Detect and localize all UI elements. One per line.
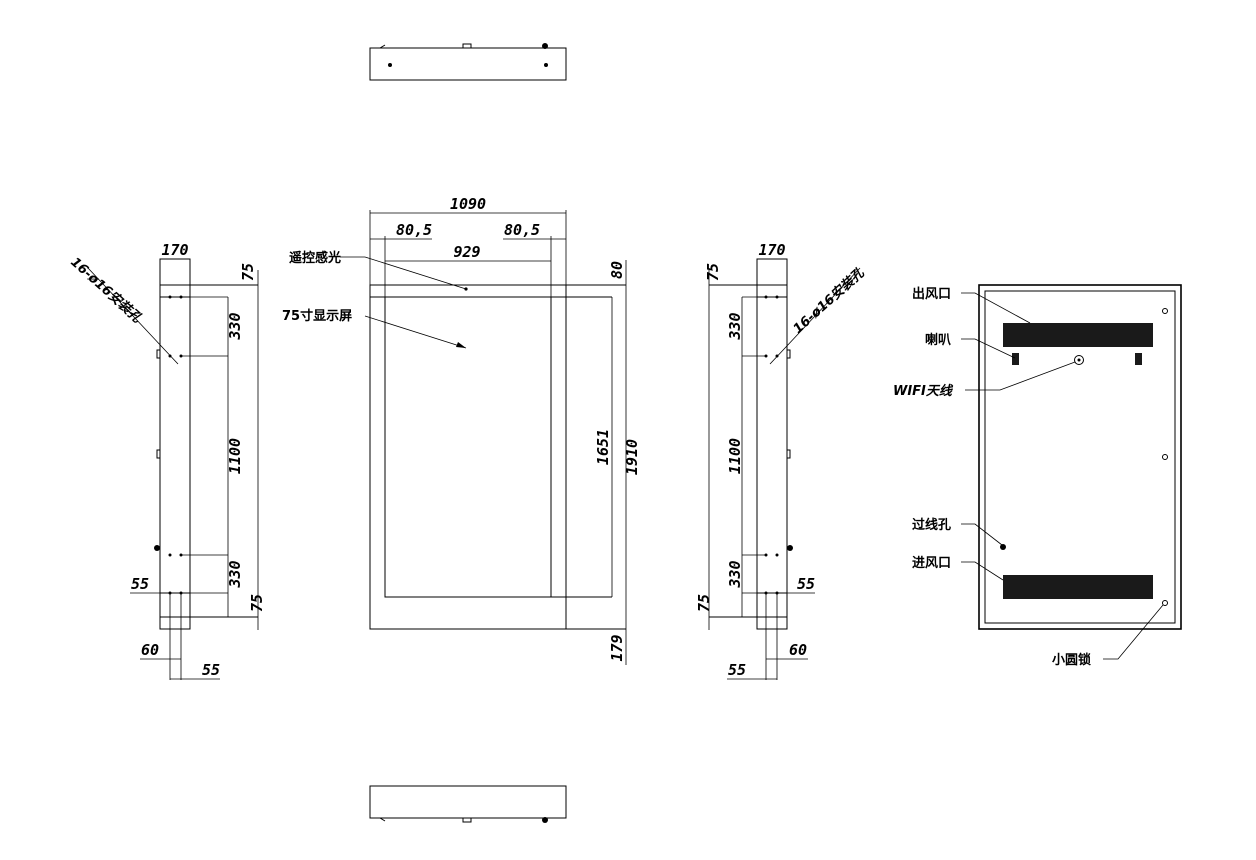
left-knob bbox=[154, 545, 160, 551]
leader-wifi bbox=[965, 361, 1076, 391]
right-dim-330-bottom: 330 bbox=[726, 560, 744, 588]
front-view: 1090 80,5 80,5 929 1651 1910 80 179 遥控感光… bbox=[282, 195, 641, 665]
top-view-tick bbox=[379, 44, 386, 49]
dim-screen-width: 929 bbox=[453, 243, 480, 261]
label-speaker: 喇叭 bbox=[925, 332, 951, 348]
bottom-view-knob bbox=[542, 817, 548, 823]
left-dim-1100: 1100 bbox=[226, 438, 244, 474]
top-view-knob bbox=[542, 43, 548, 49]
top-view-hole-left bbox=[388, 63, 392, 67]
dim-bezel-left: 80,5 bbox=[396, 221, 432, 239]
left-side-view: 330 1100 330 75 75 170 55 60 55 16-ø16安装… bbox=[67, 241, 266, 680]
air-inlet-vent bbox=[1003, 575, 1153, 599]
right-clip-2 bbox=[786, 449, 791, 459]
label-display: 75寸显示屏 bbox=[282, 308, 352, 324]
air-outlet-vent bbox=[1003, 323, 1153, 347]
dim-overall-width: 1090 bbox=[450, 195, 486, 213]
leader-display bbox=[364, 315, 467, 349]
right-dim-depth: 170 bbox=[758, 241, 785, 259]
rear-view: 出风口 喇叭 WIFI天线 过线孔 进风口 小圆锁 bbox=[893, 284, 1182, 668]
label-wifi-antenna: WIFI天线 bbox=[893, 383, 954, 399]
left-clip-2 bbox=[156, 449, 161, 459]
label-air-outlet: 出风口 bbox=[912, 286, 951, 302]
top-view-bracket bbox=[462, 43, 472, 49]
leader-display-arrow bbox=[456, 342, 466, 348]
bottom-view-outline bbox=[369, 785, 567, 819]
bottom-view bbox=[369, 785, 567, 823]
left-clip-1 bbox=[156, 349, 161, 359]
left-dim-60: 60 bbox=[141, 641, 159, 659]
right-knob bbox=[787, 545, 793, 551]
speaker-right bbox=[1135, 353, 1142, 365]
left-mount-leader bbox=[87, 267, 179, 365]
left-dim-55-a: 55 bbox=[131, 575, 149, 593]
rear-screw-mid bbox=[1162, 454, 1168, 460]
right-dim-1100: 1100 bbox=[726, 438, 744, 474]
left-dim-330-bottom: 330 bbox=[226, 560, 244, 588]
right-clip-1 bbox=[786, 349, 791, 359]
lock-mark bbox=[1162, 600, 1168, 606]
label-air-inlet: 进风口 bbox=[912, 556, 951, 571]
right-dim-75-top: 75 bbox=[704, 263, 722, 281]
leader-air-inlet bbox=[961, 561, 1004, 581]
rear-inner bbox=[984, 290, 1176, 624]
right-hole-2 bbox=[775, 295, 779, 299]
bottom-view-tick bbox=[379, 817, 386, 822]
speaker-left bbox=[1012, 353, 1019, 365]
left-dim-55-b: 55 bbox=[202, 661, 220, 679]
right-side-view: 330 1100 330 75 75 170 55 60 55 16-ø16安装… bbox=[695, 241, 868, 680]
dim-bezel-right: 80,5 bbox=[504, 221, 540, 239]
dim-bottom-margin: 179 bbox=[608, 634, 626, 661]
leader-lock bbox=[1103, 604, 1164, 660]
top-view bbox=[369, 43, 567, 81]
right-side-outline bbox=[756, 258, 788, 630]
dim-overall-height: 1910 bbox=[623, 439, 641, 475]
right-dim-55-a: 55 bbox=[797, 575, 815, 593]
rear-outline bbox=[978, 284, 1182, 630]
dim-top-margin: 80 bbox=[608, 261, 626, 279]
left-dim-75-top: 75 bbox=[239, 263, 257, 281]
left-dim-depth: 170 bbox=[161, 241, 188, 259]
left-dim-330-top: 330 bbox=[226, 312, 244, 340]
left-hole-1 bbox=[168, 295, 172, 299]
left-side-outline bbox=[159, 258, 191, 630]
right-dim-60: 60 bbox=[789, 641, 807, 659]
right-hole-6 bbox=[775, 553, 779, 557]
right-mount-leader bbox=[769, 267, 861, 365]
right-dim-55-b: 55 bbox=[728, 661, 746, 679]
label-mount-holes-left: 16-ø16安装孔 bbox=[67, 254, 145, 326]
front-screen bbox=[384, 296, 552, 598]
dim-screen-height: 1651 bbox=[594, 429, 612, 465]
cable-hole-mark bbox=[1000, 544, 1006, 550]
right-dim-75-bottom: 75 bbox=[695, 594, 713, 612]
wifi-antenna-center bbox=[1077, 358, 1081, 362]
left-dim-75-bottom: 75 bbox=[248, 594, 266, 612]
bottom-view-bracket bbox=[462, 817, 472, 823]
right-dim-330-top: 330 bbox=[726, 312, 744, 340]
top-view-outline bbox=[369, 47, 567, 81]
label-remote-sensor: 遥控感光 bbox=[289, 250, 341, 266]
leader-speaker bbox=[961, 338, 1016, 359]
front-outline bbox=[369, 284, 567, 630]
label-mount-holes-right: 16-ø16安装孔 bbox=[790, 265, 868, 337]
label-lock: 小圆锁 bbox=[1052, 652, 1091, 668]
leader-remote bbox=[364, 256, 467, 290]
top-view-hole-right bbox=[544, 63, 548, 67]
label-cable-hole: 过线孔 bbox=[912, 517, 951, 533]
wifi-antenna-mark bbox=[1074, 355, 1084, 365]
left-hole-5 bbox=[168, 553, 172, 557]
leader-cable-hole bbox=[961, 523, 1003, 546]
rear-screw-top bbox=[1162, 308, 1168, 314]
leader-air-outlet bbox=[961, 292, 1031, 324]
